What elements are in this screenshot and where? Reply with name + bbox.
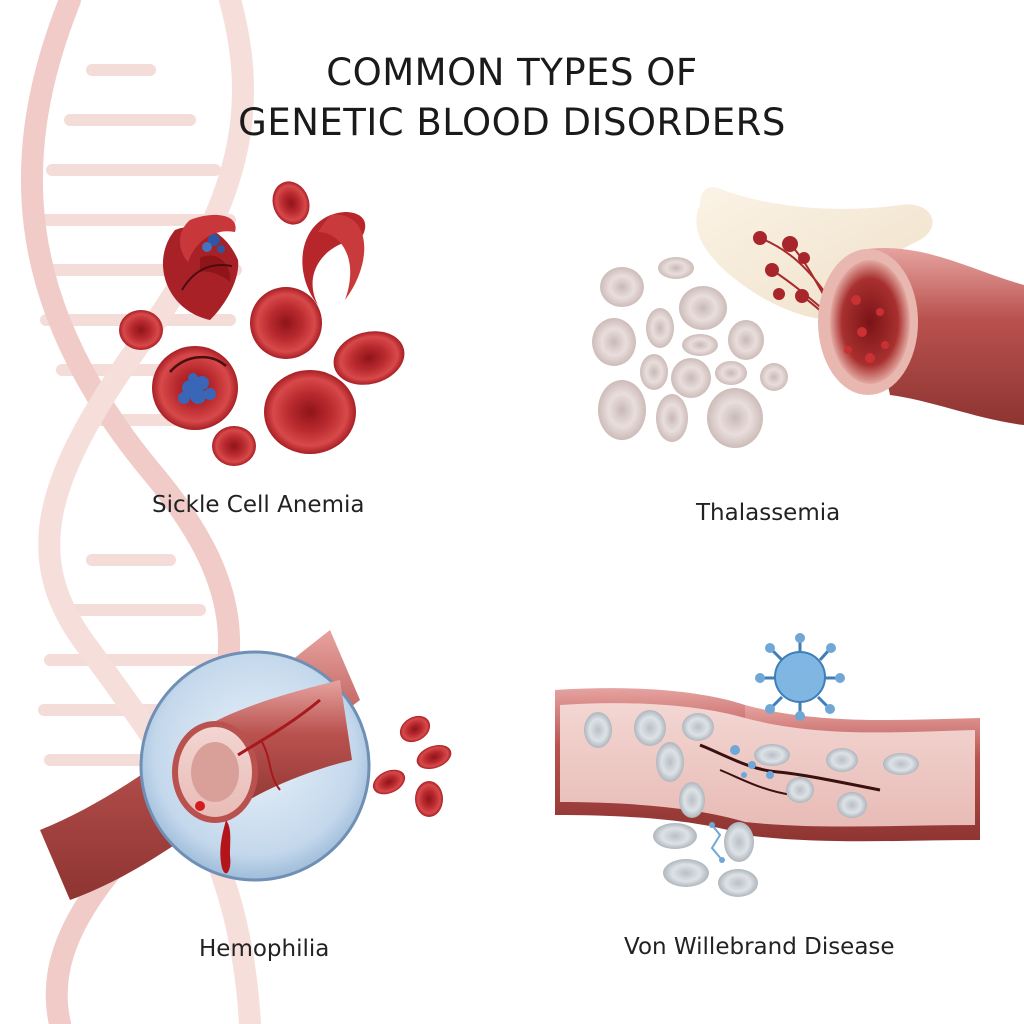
platelet-icon (755, 633, 845, 721)
thalassemia-illustration (592, 187, 1024, 448)
label-sickle-cell-anemia: Sickle Cell Anemia (152, 492, 365, 518)
von-willebrand-illustration (555, 633, 980, 897)
label-hemophilia: Hemophilia (199, 936, 330, 962)
label-von-willebrand-disease: Von Willebrand Disease (624, 934, 895, 960)
sickle-cell-illustration (119, 181, 405, 466)
title-line-2: GENETIC BLOOD DISORDERS (238, 101, 786, 144)
page-title: COMMON TYPES OF GENETIC BLOOD DISORDERS (0, 48, 1024, 148)
title-line-1: COMMON TYPES OF (326, 51, 698, 94)
hemophilia-illustration (40, 630, 452, 900)
label-thalassemia: Thalassemia (696, 500, 841, 526)
